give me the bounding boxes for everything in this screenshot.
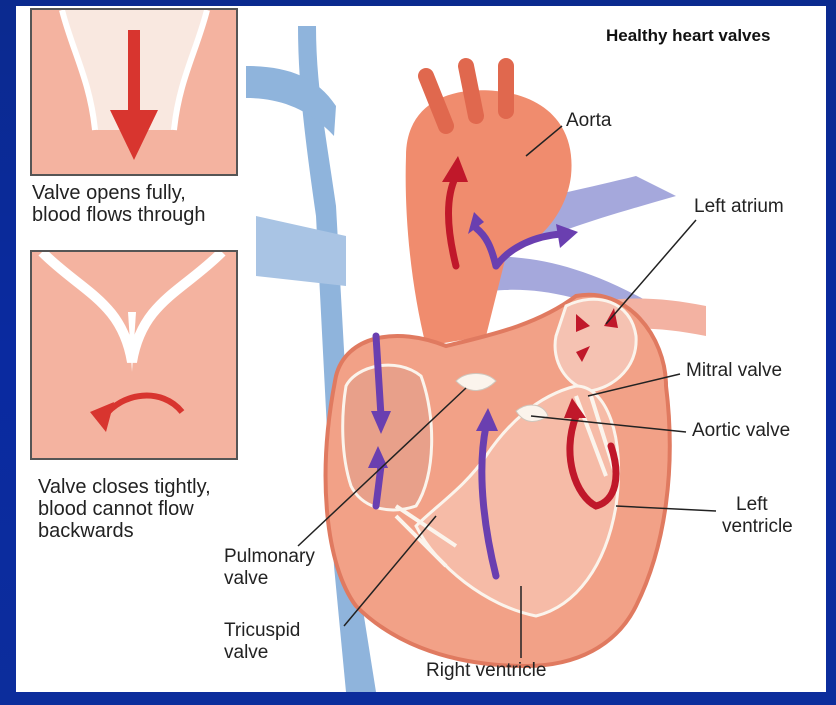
label-tricuspid-valve-line: Tricuspid <box>224 620 300 642</box>
inset-valve-open <box>30 8 238 176</box>
label-left-ventricle: Left ventricle <box>722 494 793 538</box>
inset-closed-caption-line: blood cannot flow <box>38 498 211 520</box>
label-left-ventricle-line: ventricle <box>722 516 793 538</box>
aorta <box>406 66 572 346</box>
label-aorta: Aorta <box>566 110 611 132</box>
inset-closed-caption-line: Valve closes tightly, <box>38 476 211 498</box>
label-pulmonary-valve-line: valve <box>224 568 315 590</box>
label-tricuspid-valve: Tricuspid valve <box>224 620 300 664</box>
label-mitral-valve: Mitral valve <box>686 360 782 382</box>
label-left-ventricle-line: Left <box>722 494 793 516</box>
label-tricuspid-valve-line: valve <box>224 642 300 664</box>
label-pulmonary-valve: Pulmonary valve <box>224 546 315 590</box>
inset-closed-caption-line: backwards <box>38 520 211 542</box>
inset-closed-caption: Valve closes tightly, blood cannot flow … <box>38 476 211 542</box>
inset-open-caption-line: blood flows through <box>32 204 205 226</box>
inset-open-caption: Valve opens fully, blood flows through <box>32 182 205 226</box>
inset-valve-closed <box>30 250 238 460</box>
inset-open-caption-line: Valve opens fully, <box>32 182 205 204</box>
diagram-panel: Valve opens fully, blood flows through V… <box>16 6 826 692</box>
diagram-title: Healthy heart valves <box>606 26 770 46</box>
label-right-ventricle: Right ventricle <box>426 660 546 682</box>
label-left-atrium: Left atrium <box>694 196 784 218</box>
label-pulmonary-valve-line: Pulmonary <box>224 546 315 568</box>
label-aortic-valve: Aortic valve <box>692 420 790 442</box>
